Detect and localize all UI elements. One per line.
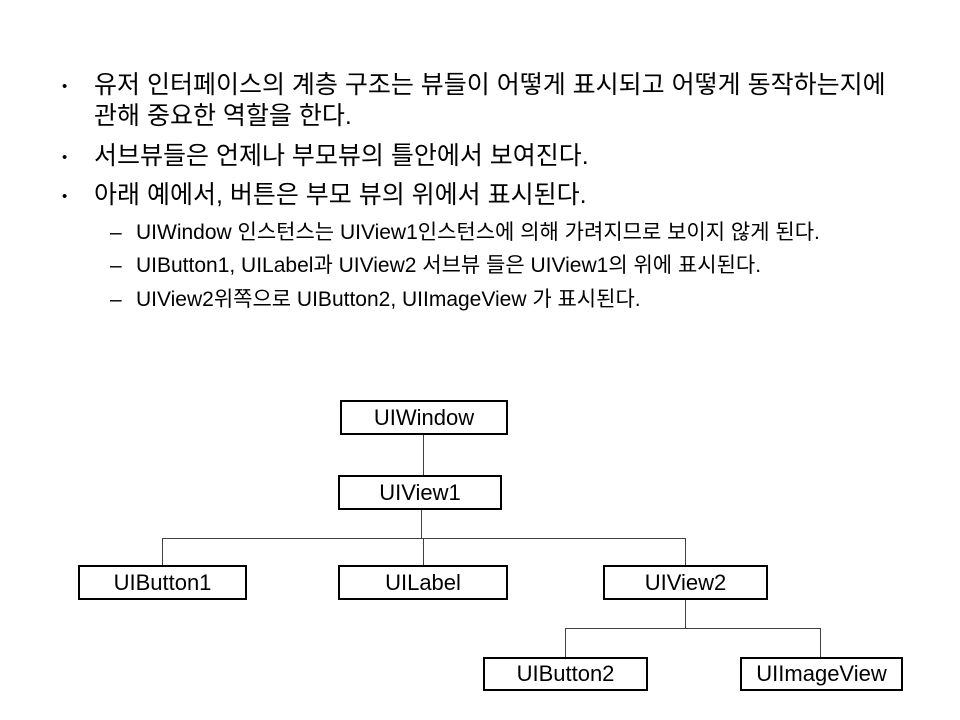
connector-drop-uilabel: [423, 538, 424, 565]
sub-bullet-item: – UIWindow 인스턴스는 UIView1인스턴스에 의해 가려지므로 보…: [110, 219, 914, 246]
connector-drop-uiimageview: [820, 628, 821, 657]
sub-bullet-text: UIButton1, UILabel과 UIView2 서브뷰 들은 UIVie…: [136, 254, 762, 278]
connector-uiview1-stem: [421, 510, 422, 538]
sub-bullet-item: – UIView2위쪽으로 UIButton2, UIImageView 가 표…: [110, 286, 914, 313]
node-uibutton2: UIButton2: [483, 657, 648, 691]
bullet-icon: •: [62, 187, 68, 205]
connector-drop-uibutton2: [565, 628, 566, 657]
connector-tier2-horizontal: [565, 628, 821, 629]
bullet-text: 아래 예에서, 버튼은 부모 뷰의 위에서 표시된다.: [94, 180, 587, 209]
node-label: UIView2: [644, 569, 727, 595]
node-uibutton1: UIButton1: [78, 565, 247, 600]
connector-uiwindow-uiview1: [423, 435, 424, 475]
dash-icon: –: [110, 221, 122, 244]
connector-tier1-horizontal: [162, 538, 686, 539]
dash-icon: –: [110, 287, 122, 311]
node-label: UILabel: [385, 569, 461, 595]
sub-bullet-item: – UIButton1, UILabel과 UIView2 서브뷰 들은 UIV…: [110, 252, 914, 279]
bullet-item: • 유저 인터페이스의 계층 구조는 뷰들이 어떻게 표시되고 어떻게 동작하는…: [62, 70, 914, 133]
node-uiwindow: UIWindow: [340, 400, 508, 435]
bullet-icon: •: [62, 148, 68, 166]
sub-bullet-text: UIWindow 인스턴스는 UIView1인스턴스에 의해 가려지므로 보이지…: [136, 221, 820, 244]
bullet-list: • 유저 인터페이스의 계층 구조는 뷰들이 어떻게 표시되고 어떻게 동작하는…: [62, 70, 914, 319]
connector-drop-uibutton1: [162, 538, 163, 565]
bullet-icon: •: [62, 78, 68, 95]
node-label: UIView1: [379, 479, 461, 505]
node-uiview1: UIView1: [338, 475, 502, 510]
node-uilabel: UILabel: [338, 565, 508, 600]
dash-icon: –: [110, 254, 122, 278]
sub-bullet-text: UIView2위쪽으로 UIButton2, UIImageView 가 표시된…: [136, 287, 641, 311]
node-uiview2: UIView2: [603, 565, 768, 600]
connector-uiview2-stem: [685, 600, 686, 628]
bullet-text: 유저 인터페이스의 계층 구조는 뷰들이 어떻게 표시되고 어떻게 동작하는지에…: [94, 71, 886, 131]
node-label: UIImageView: [756, 661, 887, 686]
node-label: UIButton1: [113, 569, 212, 595]
bullet-item: • 아래 예에서, 버튼은 부모 뷰의 위에서 표시된다.: [62, 180, 914, 211]
node-uiimageview: UIImageView: [740, 657, 903, 691]
bullet-text: 서브뷰들은 언제나 부모뷰의 틀안에서 보여진다.: [94, 141, 589, 170]
connector-drop-uiview2: [685, 538, 686, 565]
bullet-item: • 서브뷰들은 언제나 부모뷰의 틀안에서 보여진다.: [62, 141, 914, 172]
node-label: UIWindow: [373, 404, 475, 430]
node-label: UIButton2: [516, 661, 615, 686]
